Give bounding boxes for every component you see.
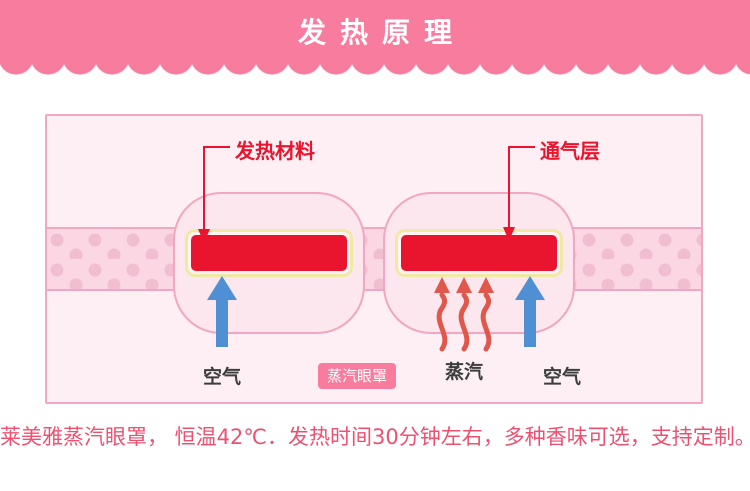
mask-body-band (47, 227, 701, 291)
callout-line-vent-layer (508, 146, 535, 228)
heating-material-right (401, 235, 557, 271)
label-air-right: 空气 (542, 366, 581, 388)
banner: 发热原理 (0, 0, 750, 62)
diagram-overlay (198, 146, 545, 352)
label-steam: 蒸汽 (444, 361, 483, 383)
steam-eye-mask-badge: 蒸汽眼罩 (318, 363, 397, 389)
steam-arrowheads-icon (434, 277, 494, 293)
label-air-left: 空气 (202, 366, 241, 388)
banner-scallop-edge (0, 62, 750, 78)
heater-frame-right (395, 229, 563, 277)
air-arrow-up-left-icon (207, 276, 237, 347)
steam-wavy-arrows-icon (436, 292, 492, 352)
callout-arrowhead-down-icon (198, 229, 210, 243)
callout-line-heating-material (203, 146, 230, 230)
page-title: 发热原理 (297, 16, 466, 49)
label-heating-material: 发热材料 (235, 139, 315, 163)
label-vent-layer: 通气层 (540, 139, 600, 163)
heating-material-left (191, 235, 347, 271)
heater-frame-left (185, 229, 353, 277)
callout-arrowhead-down-icon (503, 227, 515, 241)
product-description: 莱美雅蒸汽眼罩， 恒温42℃．发热时间30分钟左右，多种香味可选，支持定制。 (0, 425, 750, 449)
air-arrow-up-right-icon (515, 276, 545, 347)
heating-principle-diagram: 发热材料 通气层 空气 蒸汽 空气 蒸汽眼罩 (45, 114, 703, 404)
